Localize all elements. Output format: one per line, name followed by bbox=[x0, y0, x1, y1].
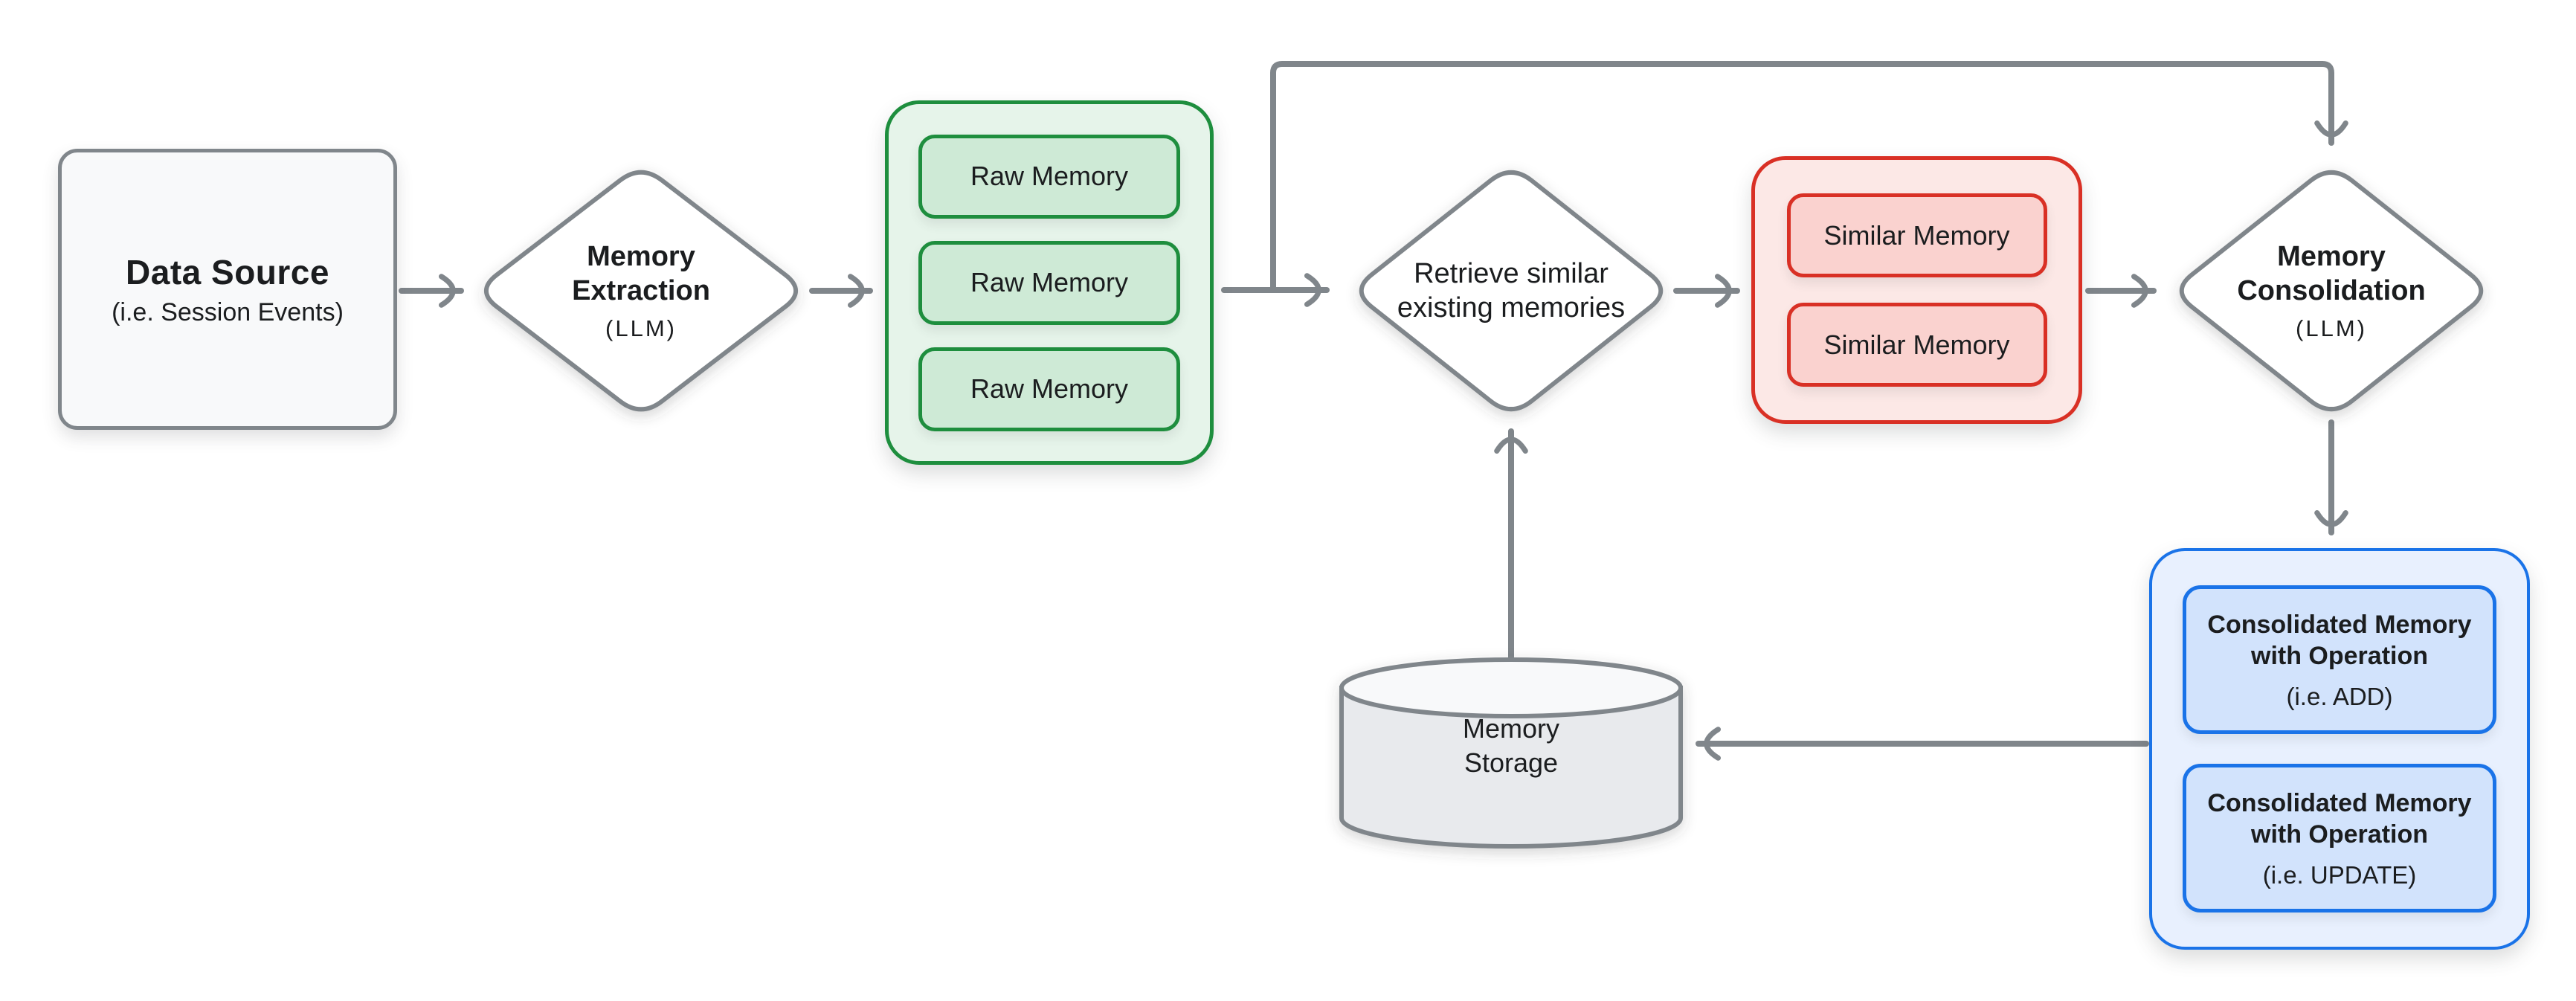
memory-consolidation-subtitle: (LLM) bbox=[2296, 315, 2367, 342]
raw-memories-container: Raw Memory Raw Memory Raw Memory bbox=[885, 100, 1214, 465]
data-source-subtitle: (i.e. Session Events) bbox=[112, 297, 344, 326]
data-source-box: Data Source (i.e. Session Events) bbox=[58, 149, 397, 430]
memory-extraction-label: Memory Extraction (LLM) bbox=[476, 164, 806, 417]
similar-memory-box: Similar Memory bbox=[1786, 193, 2047, 277]
memory-storage-label: Memory Storage bbox=[1342, 668, 1681, 824]
similar-memories-container: Similar Memory Similar Memory bbox=[1751, 156, 2082, 424]
consolidated-memory-update-box: Consolidated Memory with Operation (i.e.… bbox=[2183, 764, 2496, 913]
data-source-title: Data Source bbox=[126, 252, 329, 292]
consolidated-memory-subtitle: (i.e. ADD) bbox=[2286, 682, 2393, 710]
memory-consolidation-title: Memory Consolidation bbox=[2237, 240, 2426, 306]
retrieve-memories-title: Retrieve similar existing memories bbox=[1397, 257, 1626, 324]
consolidated-memory-title: Consolidated Memory with Operation bbox=[2207, 610, 2472, 671]
similar-memory-box: Similar Memory bbox=[1786, 303, 2047, 387]
memory-consolidation-label: Memory Consolidation (LLM) bbox=[2171, 164, 2491, 417]
raw-memory-box: Raw Memory bbox=[918, 134, 1180, 219]
consolidated-memory-subtitle: (i.e. UPDATE) bbox=[2262, 860, 2417, 889]
raw-memory-box: Raw Memory bbox=[918, 240, 1180, 325]
memory-storage-title: Memory Storage bbox=[1462, 712, 1559, 778]
consolidated-memories-container: Consolidated Memory with Operation (i.e.… bbox=[2149, 548, 2530, 950]
consolidated-memory-add-box: Consolidated Memory with Operation (i.e.… bbox=[2183, 585, 2496, 734]
consolidated-memory-title: Consolidated Memory with Operation bbox=[2207, 788, 2472, 849]
memory-extraction-subtitle: (LLM) bbox=[605, 315, 677, 342]
raw-memory-box: Raw Memory bbox=[918, 347, 1180, 431]
memory-extraction-title: Memory Extraction bbox=[572, 240, 710, 306]
retrieve-memories-label: Retrieve similar existing memories bbox=[1351, 164, 1671, 417]
